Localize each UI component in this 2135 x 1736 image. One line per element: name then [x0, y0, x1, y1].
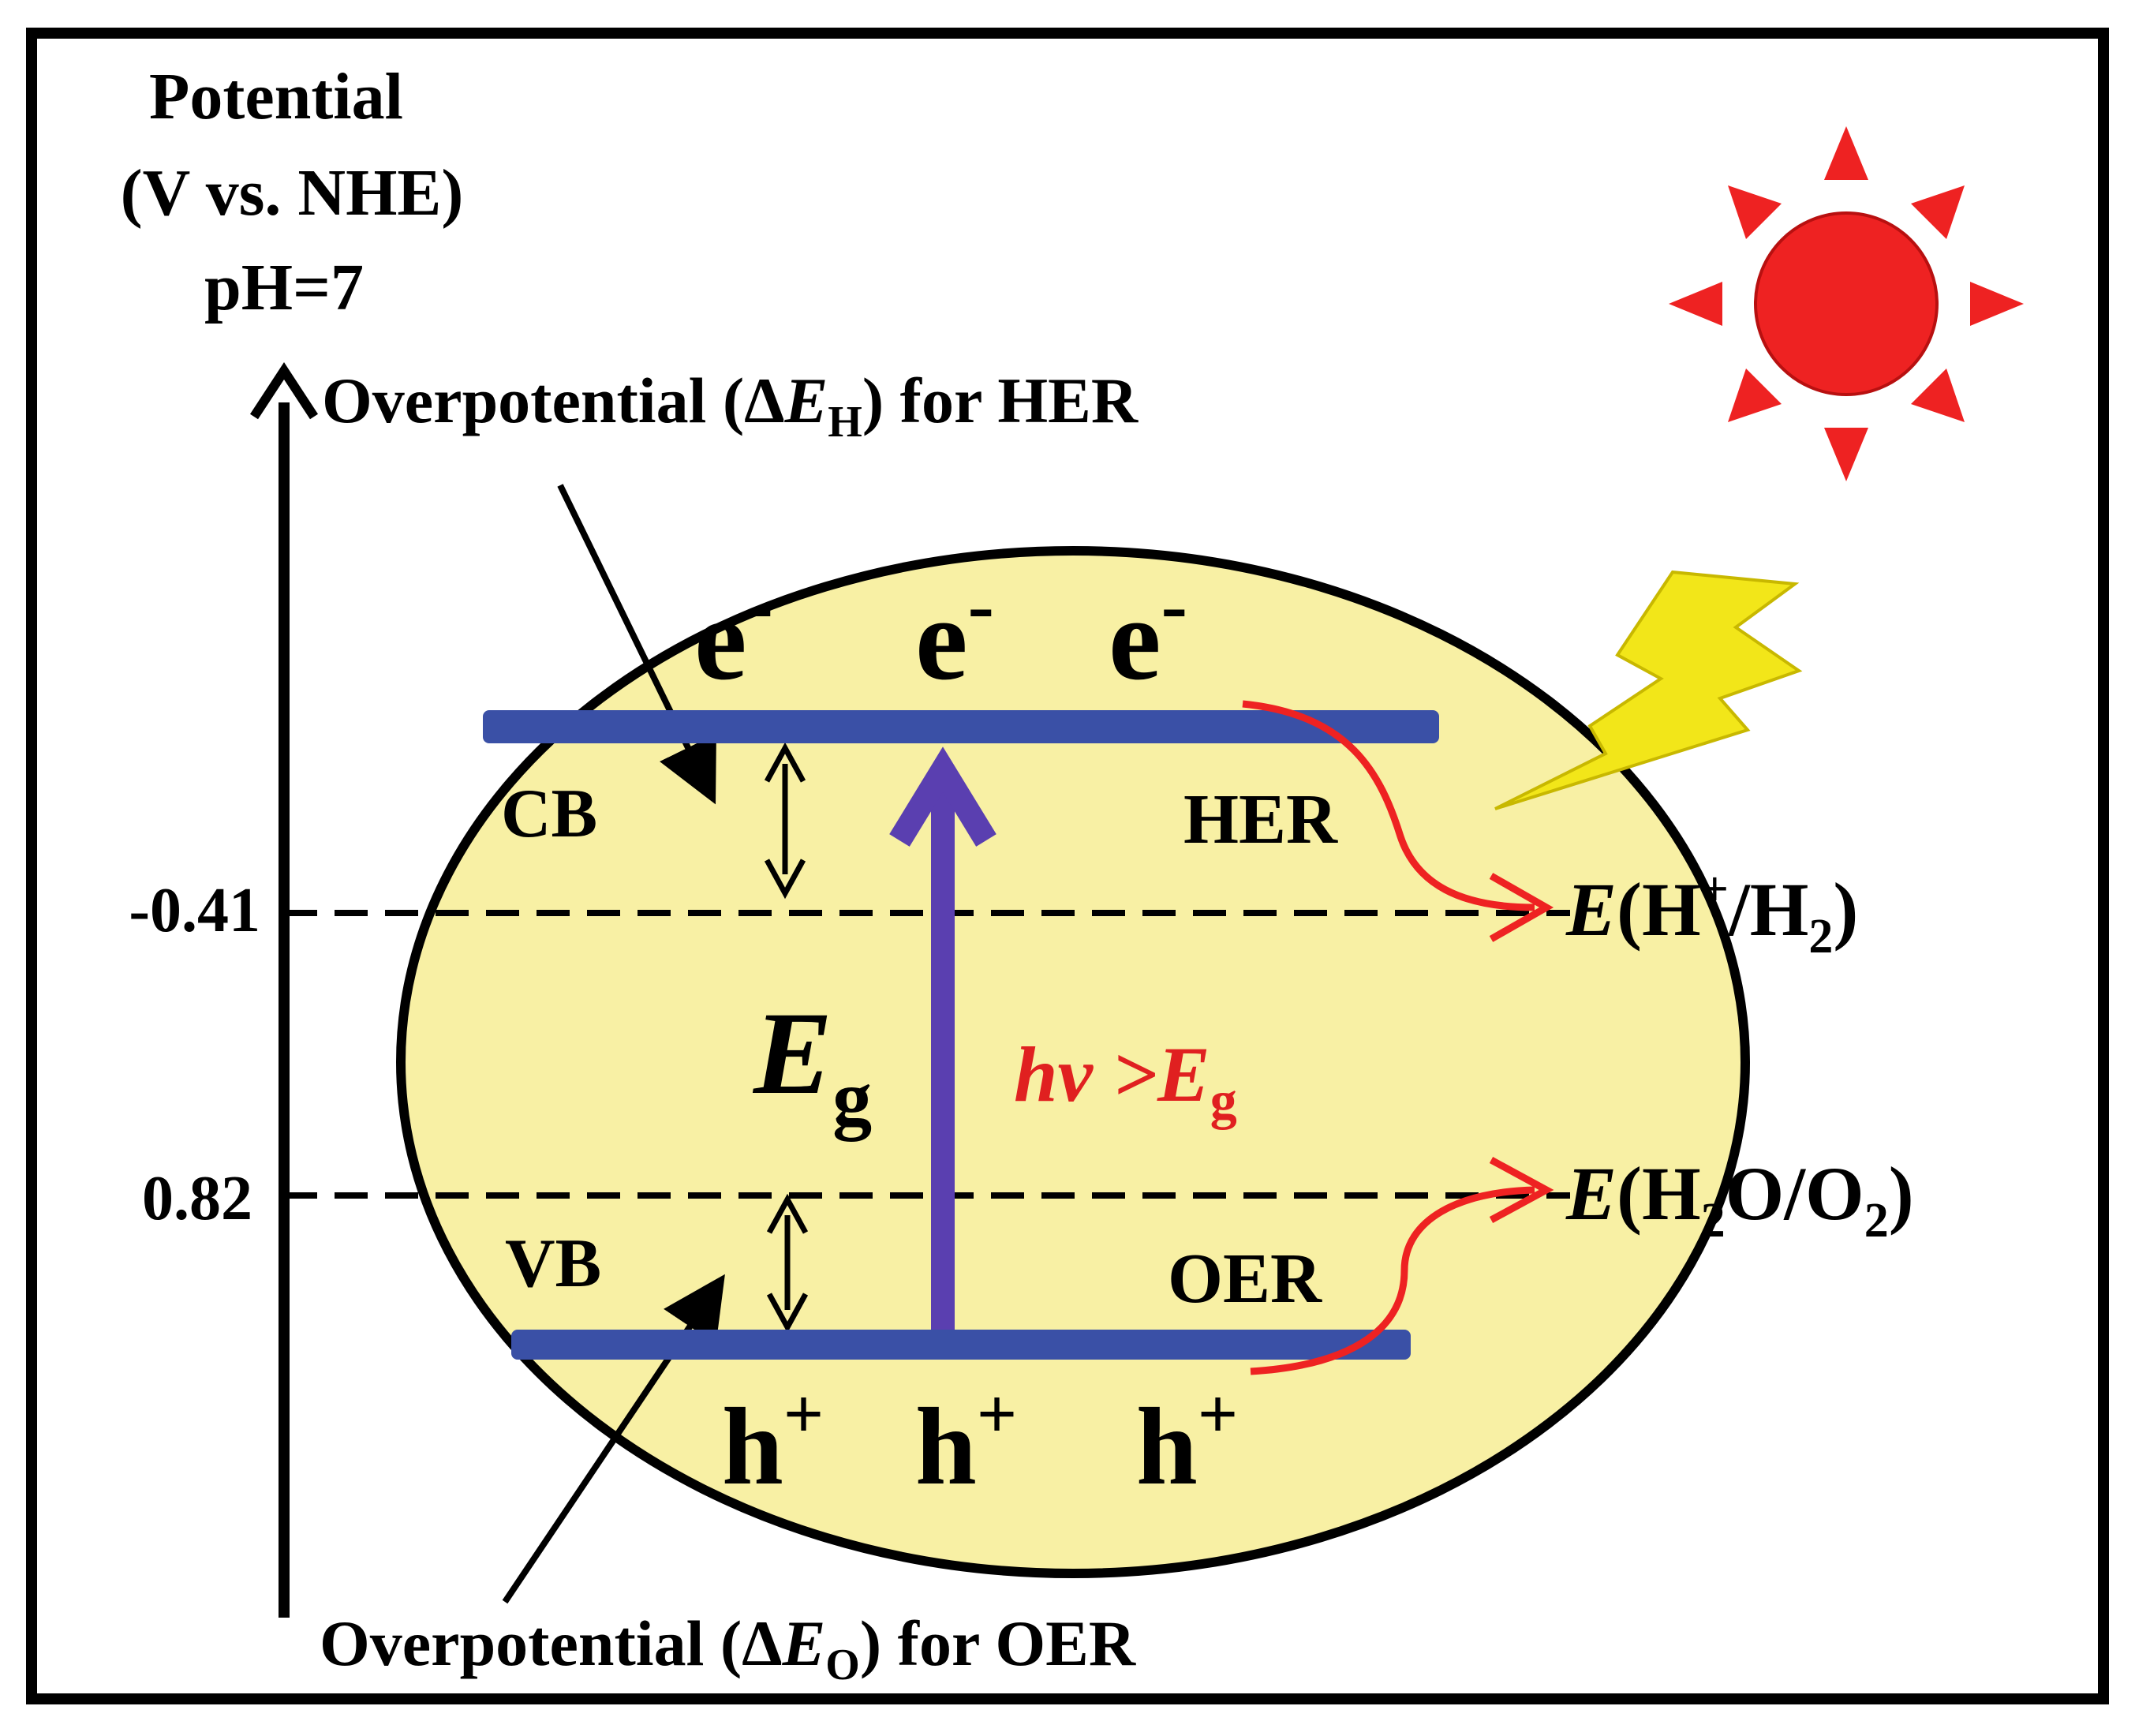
- axis-title-line2: (V vs. NHE): [121, 156, 464, 230]
- semiconductor-particle: [396, 546, 1750, 1578]
- sun-icon: [1669, 126, 2024, 481]
- axis-title-line3: pH=7: [204, 251, 364, 324]
- tick-her-value: -0.41: [129, 876, 260, 945]
- her-label: HER: [1183, 780, 1338, 859]
- oer-reaction-arrowhead: [1489, 1157, 1554, 1223]
- hole-1: h+: [722, 1375, 824, 1508]
- oer-redox-potential-label: E(H2O/O2): [1565, 1151, 1914, 1248]
- overpotential-her-label: Overpotential (ΔEH) for HER: [322, 365, 1139, 447]
- valence-band-bar: [511, 1330, 1411, 1360]
- tick-oer-value: 0.82: [142, 1164, 252, 1233]
- oer-label: OER: [1168, 1240, 1322, 1318]
- lightning-bolt-icon: [1494, 570, 1803, 810]
- hole-2: h+: [915, 1375, 1017, 1508]
- potential-axis-arrowhead: [249, 362, 319, 420]
- conduction-band-bar: [483, 710, 1439, 743]
- hole-3: h+: [1136, 1375, 1238, 1508]
- electron-1: e-: [694, 561, 773, 705]
- photon-energy-label: hv >Eg: [1014, 1031, 1237, 1130]
- cb-label: CB: [501, 776, 597, 852]
- band-gap-label: Eg: [752, 988, 872, 1142]
- axis-title-line1: Potential: [149, 60, 403, 133]
- oer-overpotential-gap-indicator: [766, 1193, 809, 1334]
- electron-2: e-: [915, 561, 994, 705]
- her-reaction-arrowhead: [1489, 873, 1554, 942]
- electrons-group: e- e- e-: [694, 561, 1187, 705]
- her-redox-potential-label: E(H+/H2): [1565, 862, 1858, 963]
- her-reaction-arrow: [1242, 700, 1535, 911]
- her-overpotential-gap-indicator: [764, 742, 806, 900]
- electron-3: e-: [1109, 561, 1187, 705]
- excitation-arrow: [889, 746, 996, 1330]
- vb-label: VB: [505, 1225, 601, 1302]
- overpotential-oer-label: Overpotential (ΔEO) for OER: [320, 1607, 1136, 1689]
- holes-group: h+ h+ h+: [722, 1375, 1238, 1508]
- oer-reaction-arrow: [1250, 1186, 1535, 1375]
